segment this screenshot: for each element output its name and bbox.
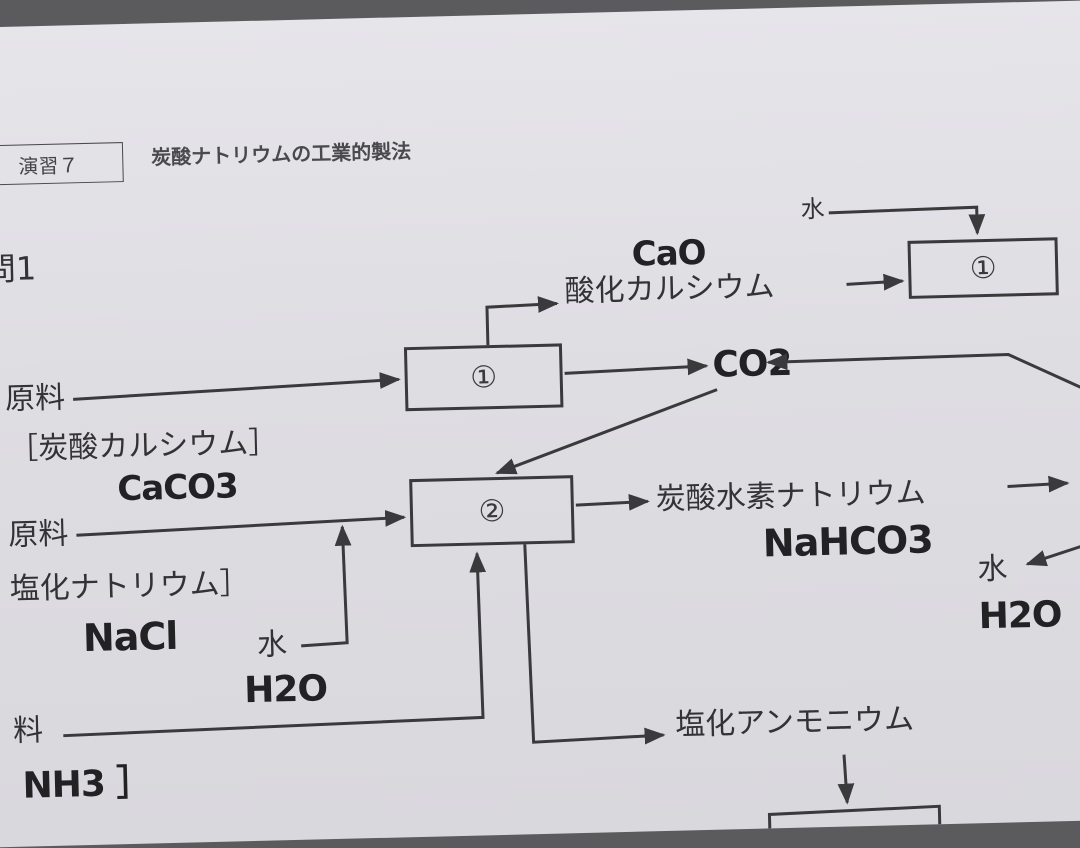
- arrow-box1-to-cao: [485, 296, 560, 346]
- arrow-raw1-to-box1: [73, 372, 401, 401]
- arrow-box2-to-nh4cl: [523, 544, 666, 745]
- arrow-nh4cl-down: [837, 754, 855, 805]
- arrow-co2-to-box2: [495, 388, 718, 475]
- arrow-box2-to-nahco3: [575, 493, 650, 511]
- arrow-right-to-co2: [766, 352, 1080, 411]
- arrow-box1-to-co2: [564, 358, 709, 376]
- arrow-right-to-water: [1025, 534, 1080, 567]
- arrow-raw2-to-box2: [76, 509, 407, 537]
- arrow-water-to-box3: [828, 205, 986, 236]
- arrow-nahco3-to-right: [1007, 475, 1070, 493]
- arrow-nh3-to-box2: [63, 551, 487, 738]
- arrow-water-up: [301, 524, 352, 648]
- arrow-cao-to-box3: [846, 273, 905, 291]
